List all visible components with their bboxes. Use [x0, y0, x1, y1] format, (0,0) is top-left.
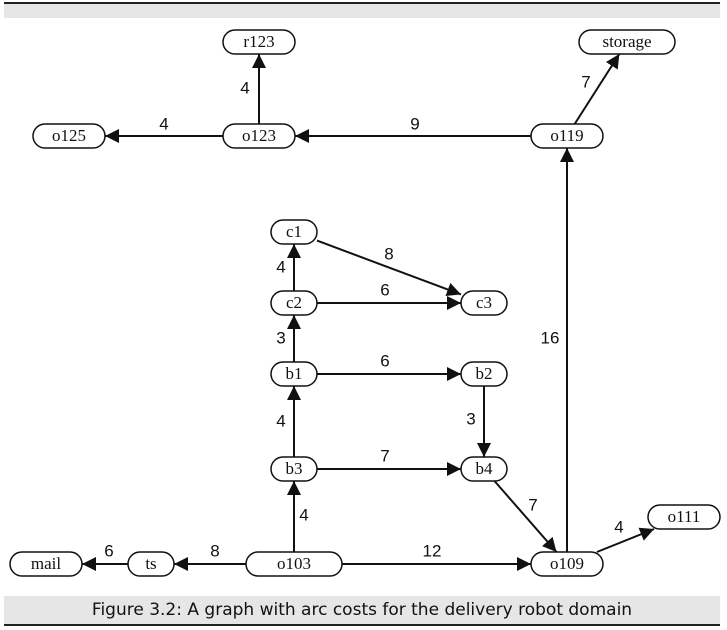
edge-cost-b3-b4: 7: [380, 446, 389, 465]
nodes-layer: r123 storage o125 o123 o119 c1 c2 c3 b1 b2 b3 b4 mai…: [9, 29, 721, 577]
node-o111: o111: [647, 504, 721, 530]
edge-cost-c1-c3: 8: [384, 244, 393, 263]
node-label-c3: c3: [476, 293, 492, 312]
node-box-o125: [32, 123, 106, 149]
node-label-storage: storage: [602, 32, 651, 51]
node-box-mail: [9, 551, 83, 577]
edge-o119-storage: [573, 53, 621, 125]
node-box-o111: [647, 504, 721, 530]
node-box-b3: [270, 456, 318, 482]
node-label-o123: o123: [242, 126, 276, 145]
edge-cost-c2-c3: 6: [380, 280, 389, 299]
edge-cost-b3-b1: 4: [276, 411, 285, 430]
node-b4: b4: [460, 456, 508, 482]
node-label-b1: b1: [286, 364, 303, 383]
node-o119: o119: [530, 123, 604, 149]
edge-cost-o103-ts: 8: [210, 541, 219, 560]
node-o125: o125: [32, 123, 106, 149]
node-label-o111: o111: [668, 507, 701, 526]
figure-caption: Figure 3.2: A graph with arc costs for t…: [91, 600, 633, 620]
edge-cost-o103-b3: 4: [299, 505, 308, 524]
edge-cost-o119-o123: 9: [410, 114, 419, 133]
node-r123: r123: [222, 29, 296, 55]
node-box-b2: [460, 361, 508, 387]
graph-diagram: 4 4 9 7 16 8 4 6 3 6 3 4 7 7 4 8 6 12 4 r123 storage o125 o12…: [9, 29, 721, 577]
edge-cost-o123-r123: 4: [240, 78, 249, 97]
node-label-o119: o119: [550, 126, 583, 145]
node-box-c2: [270, 290, 318, 316]
edge-cost-b1-c2: 3: [276, 328, 285, 347]
node-label-b2: b2: [476, 364, 493, 383]
top-rule: [4, 2, 720, 18]
node-label-c1: c1: [286, 222, 302, 241]
node-ts: ts: [127, 551, 175, 577]
node-label-b4: b4: [476, 459, 494, 478]
node-o103: o103: [245, 551, 343, 577]
caption-bar: Figure 3.2: A graph with arc costs for t…: [4, 596, 720, 626]
edge-cost-o103-o109: 12: [423, 541, 442, 560]
node-label-b3: b3: [286, 459, 303, 478]
node-box-o119: [530, 123, 604, 149]
node-box-o123: [222, 123, 296, 149]
edge-b4-o109: [493, 480, 558, 553]
node-storage: storage: [578, 29, 676, 55]
edge-cost-c2-c1: 4: [276, 257, 285, 276]
node-label-r123: r123: [243, 32, 274, 51]
node-box-b1: [270, 361, 318, 387]
node-label-ts: ts: [145, 554, 156, 573]
node-label-o109: o109: [550, 554, 584, 573]
edge-cost-o119-storage: 7: [581, 72, 590, 91]
edge-cost-o109-o119: 16: [541, 328, 560, 347]
node-box-c3: [460, 290, 508, 316]
edges-layer: 4 4 9 7 16 8 4 6 3 6 3 4 7 7 4 8 6 12 4: [82, 53, 655, 571]
node-o109: o109: [530, 551, 604, 577]
edge-o109-o111: [596, 527, 655, 553]
node-box-o109: [530, 551, 604, 577]
node-label-mail: mail: [31, 554, 61, 573]
node-box-storage: [578, 29, 676, 55]
edge-cost-b4-o109: 7: [528, 495, 537, 514]
edge-cost-o109-o111: 4: [614, 517, 623, 536]
node-o123: o123: [222, 123, 296, 149]
node-box-r123: [222, 29, 296, 55]
node-box-b4: [460, 456, 508, 482]
node-b2: b2: [460, 361, 508, 387]
node-label-c2: c2: [286, 293, 302, 312]
node-box-o103: [245, 551, 343, 577]
node-mail: mail: [9, 551, 83, 577]
node-label-o125: o125: [52, 126, 86, 145]
node-label-o103: o103: [277, 554, 311, 573]
edge-c1-c3: [316, 239, 462, 297]
node-c1: c1: [270, 219, 318, 245]
node-c3: c3: [460, 290, 508, 316]
node-c2: c2: [270, 290, 318, 316]
edge-cost-ts-mail: 6: [104, 541, 113, 560]
node-b1: b1: [270, 361, 318, 387]
node-box-c1: [270, 219, 318, 245]
node-box-ts: [127, 551, 175, 577]
node-b3: b3: [270, 456, 318, 482]
edge-cost-b1-b2: 6: [380, 351, 389, 370]
edge-cost-b2-b4: 3: [466, 409, 475, 428]
edge-cost-o123-o125: 4: [159, 114, 168, 133]
